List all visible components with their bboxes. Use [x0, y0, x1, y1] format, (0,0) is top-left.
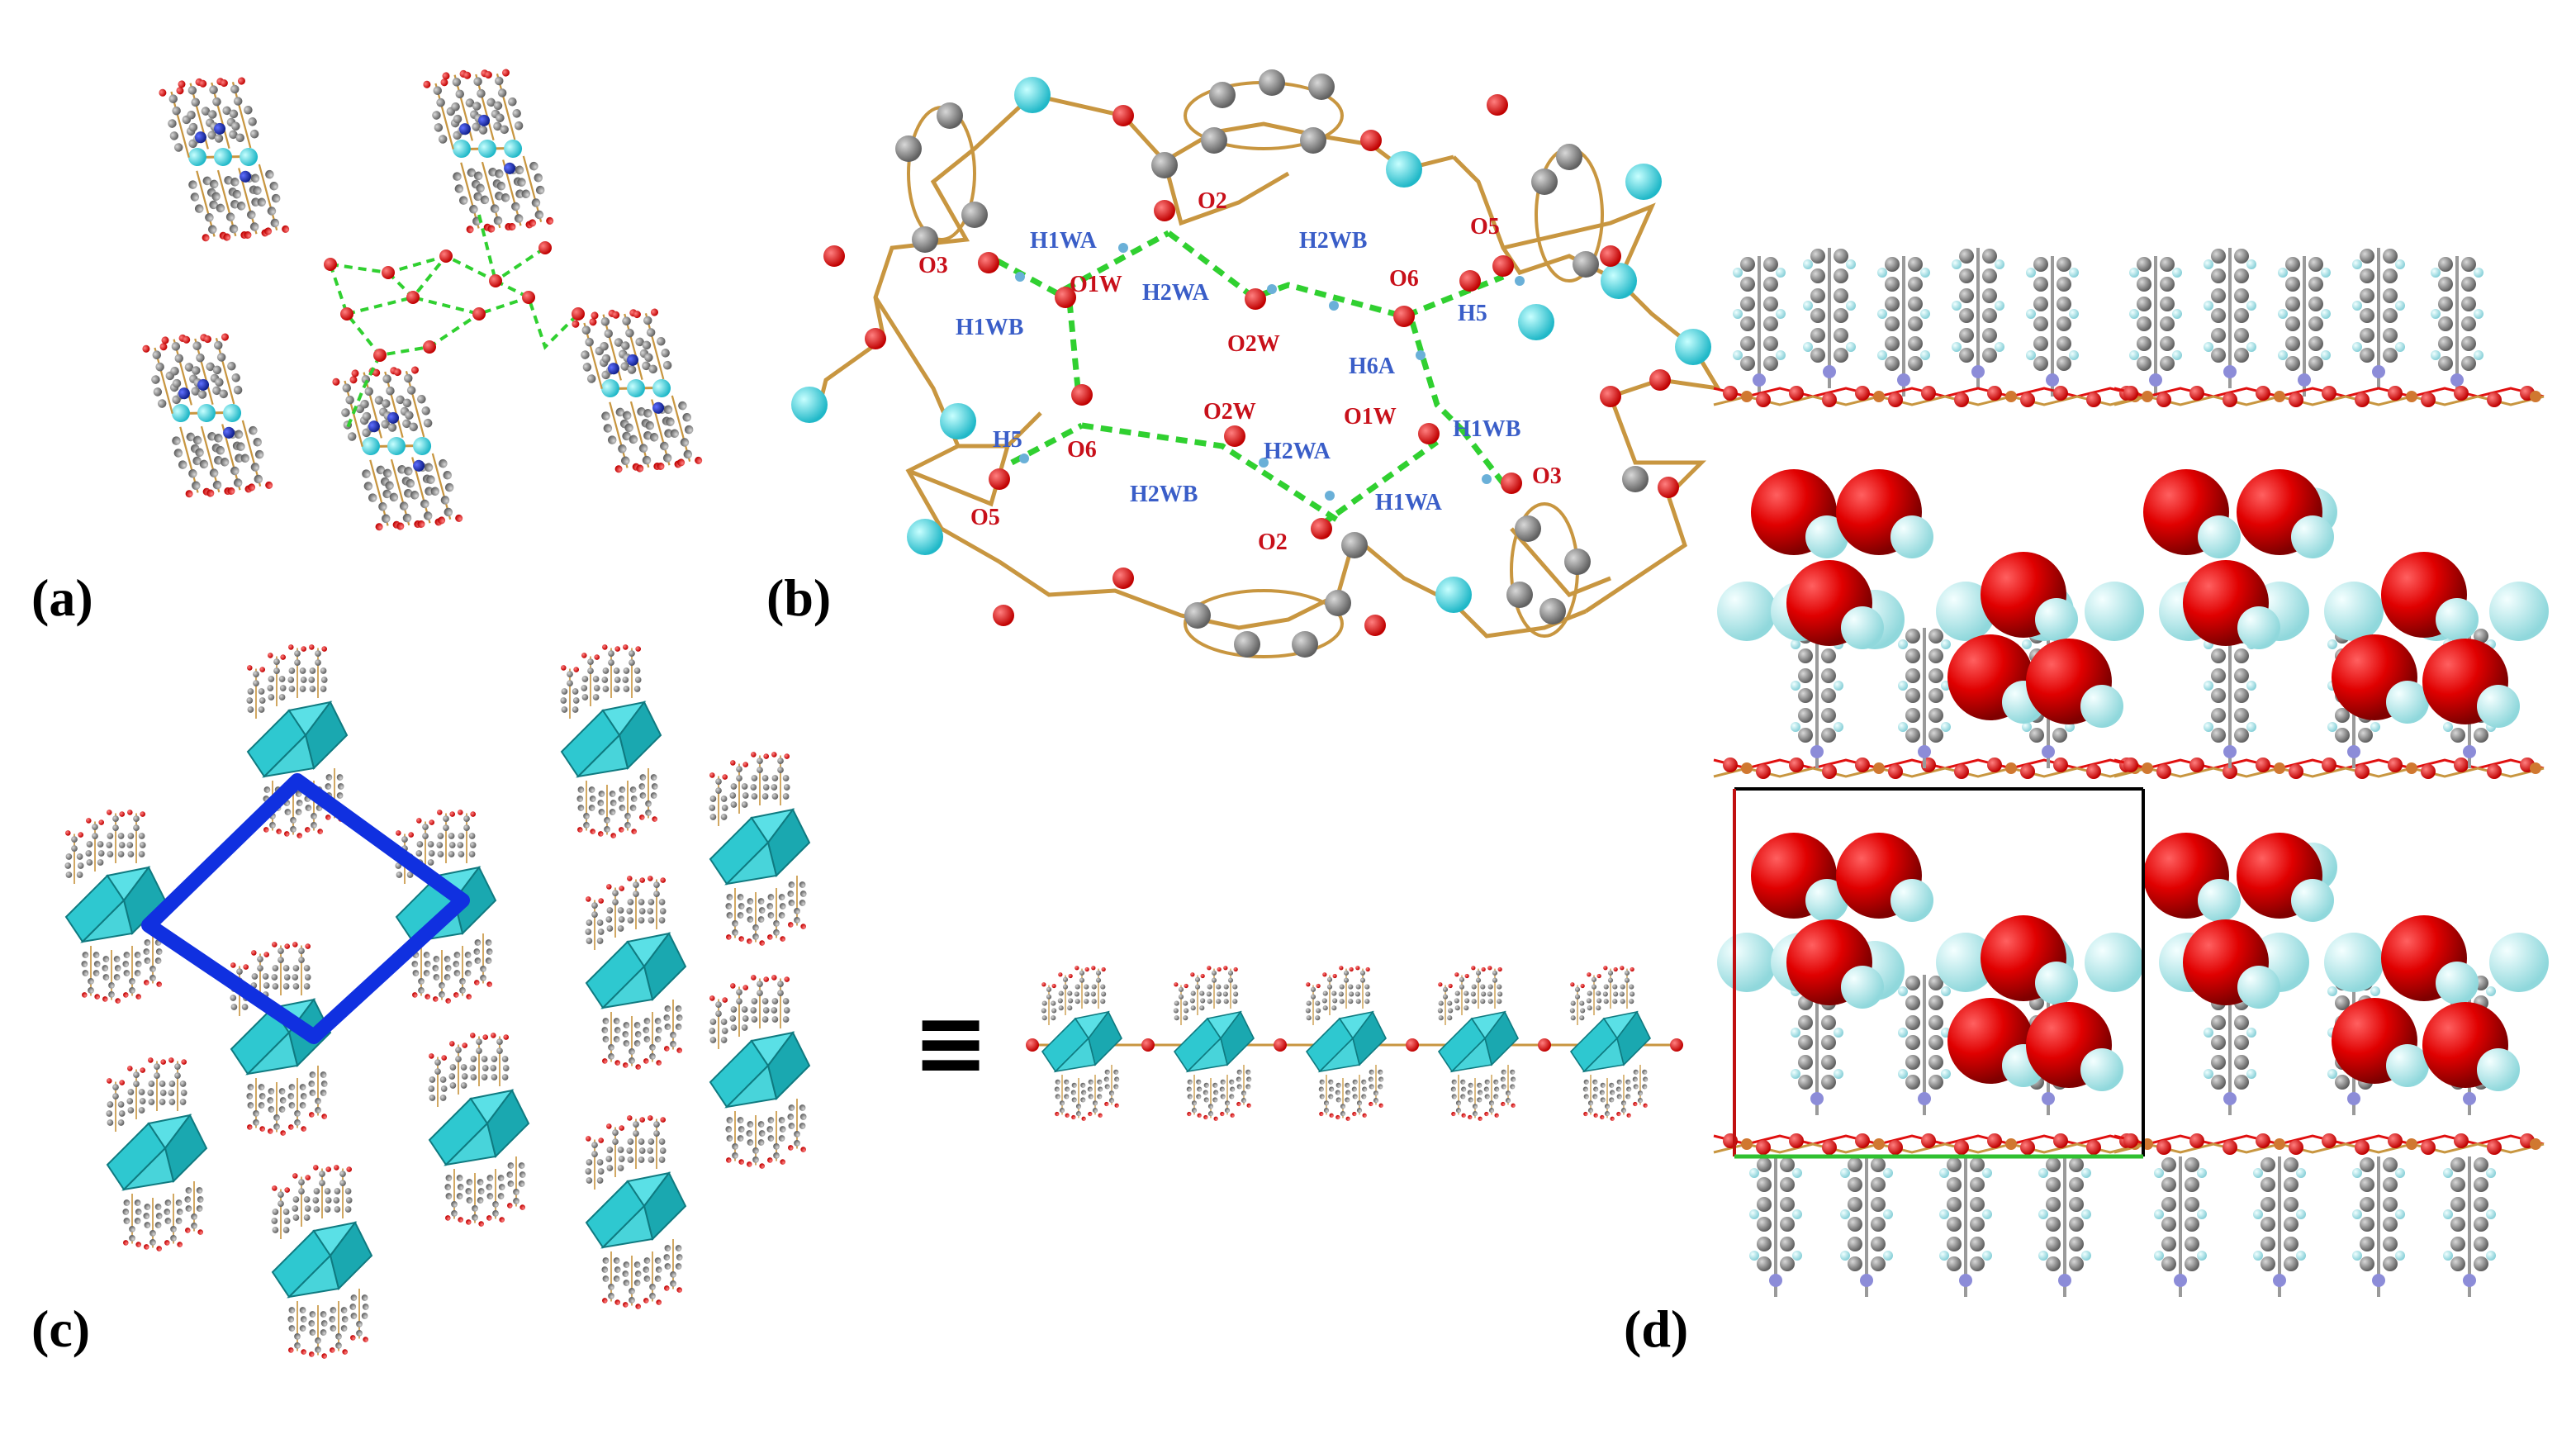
atom-label-h1wb-left: H1WB [956, 315, 1023, 340]
panel-a-structure [140, 55, 704, 545]
atom-label-o6-right: O6 [1389, 266, 1419, 292]
atom-label-o2-bottom: O2 [1258, 530, 1288, 555]
atom-label-o5-right: O5 [1470, 214, 1500, 240]
atom-label-h5-right: H5 [1458, 301, 1487, 326]
atom-label-o1w-bottom: O1W [1344, 404, 1397, 430]
atom-label-h6a: H6A [1349, 354, 1396, 379]
atom-label-h2wb-bottom: H2WB [1130, 482, 1198, 507]
atom-label-h1wa-top: H1WA [1030, 228, 1098, 254]
atom-label-o5-left: O5 [970, 505, 1000, 530]
panel-c-label: (c) [31, 1299, 90, 1358]
panel-d-label: (d) [1624, 1299, 1688, 1358]
atom-label-h1wb-right: H1WB [1453, 416, 1520, 442]
atom-label-h5-left: H5 [993, 427, 1022, 453]
atom-label-h1wa-bottom: H1WA [1375, 490, 1443, 515]
atom-label-o3-right: O3 [1532, 463, 1562, 489]
panel-b-label: (b) [766, 568, 831, 627]
unit-cell-rhombus [141, 773, 470, 1044]
atom-label-h2wa-top: H2WA [1142, 280, 1210, 306]
atom-label-o3-left: O3 [918, 253, 948, 278]
panel-c-chain [1026, 966, 1683, 1121]
atom-label-o1w-top: O1W [1070, 272, 1122, 297]
panel-c-layer-network [64, 644, 809, 1359]
atom-label-h2wa-bottom: H2WA [1264, 439, 1331, 464]
atom-label-o2-top: O2 [1198, 188, 1227, 214]
atom-label-o2w-bottom: O2W [1203, 399, 1256, 425]
panel-d-packing [1712, 246, 2549, 1299]
panel-a-label: (a) [31, 568, 93, 627]
atom-label-o2w-top: O2W [1227, 331, 1280, 357]
equivalence-symbol: ≡ [913, 990, 989, 1095]
atom-label-h2wb-top: H2WB [1299, 228, 1367, 254]
panel-b-ring: O2 H1WA H2WB O5 O3 O6 H1WB H2WA O1W O2W … [791, 69, 1722, 658]
atom-label-o6-left: O6 [1067, 437, 1097, 463]
